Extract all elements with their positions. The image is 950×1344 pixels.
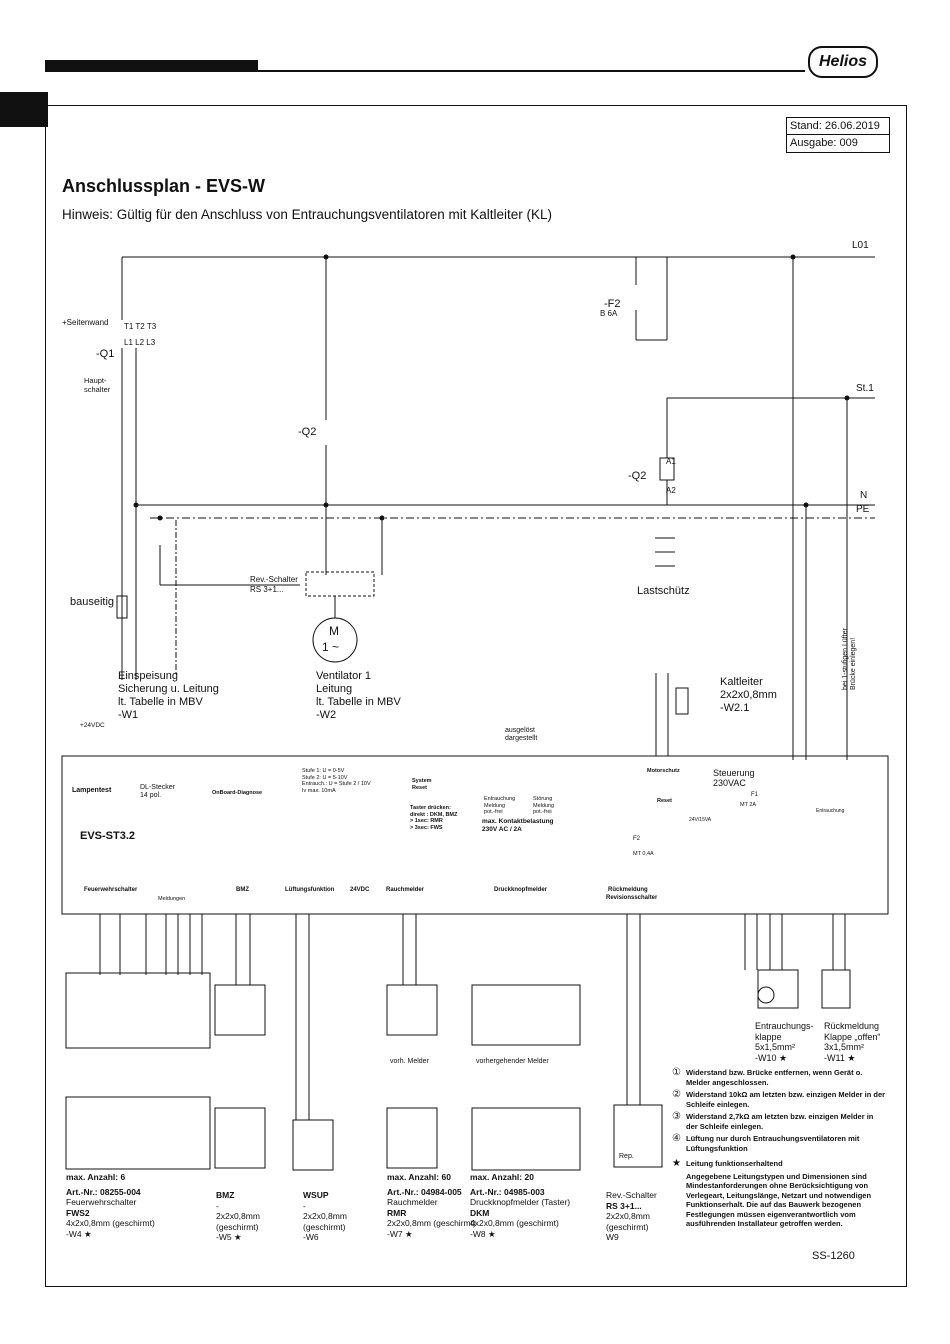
section-bmz: BMZ [236,887,249,893]
vorhergehender-melder-label: vorhergehender Melder [476,1058,549,1065]
motorschutz-label: Motorschutz [647,768,680,774]
section-24vdc: 24VDC [350,887,370,893]
rep-label: Rep. [619,1153,634,1160]
entrauchung-contact: Entrauchung [816,808,845,814]
stand-date: Stand: 26.06.2019 [787,118,889,135]
bus-label-n: N [860,490,868,501]
bauseitig-label: bauseitig [70,596,115,608]
product-dkm: max. Anzahl: 20 Art.-Nr.: 04985-003 Druc… [470,1172,571,1239]
section-revisionsschalter: Revisionsschalter [606,895,658,901]
bus-label-st1: St.1 [856,383,874,394]
v24-label: +24VDC [80,722,105,729]
f1-rating: MT 2A [740,802,757,808]
brand-logo: Helios [808,46,878,78]
product-rmr: max. Anzahl: 60 Art.-Nr.: 04984-005 Rauc… [387,1172,476,1239]
lastschuetz-label: Lastschütz [637,585,690,597]
section-rauchmelder: Rauchmelder [386,887,425,893]
f2-rating: B 6A [600,309,618,318]
drawing-frame [45,105,907,1287]
lampentest-label: Lampentest [72,787,112,794]
section-rueckmeldung: Rückmeldung [608,887,648,893]
product-fws2: max. Anzahl: 6 Art.-Nr.: 08255-004 Feuer… [66,1172,155,1239]
motor-symbol: M [329,624,339,638]
q2-contact-label: -Q2 [298,426,317,438]
f1-label: F1 [751,792,759,798]
psu-label: 24V/15VA [689,817,712,823]
a2-label: A2 [666,486,676,495]
hauptschalter-label: Haupt-schalter [84,376,111,394]
product-wsup: WSUP - 2x2x0,8mm (geschirmt) -W6 [303,1190,347,1242]
page-title: Anschlussplan - EVS-W [62,176,266,196]
meldungen-label: Meldungen [158,896,186,902]
f2-ctrl-rating: MT 0,4A [633,851,654,857]
product-bmz: BMZ - 2x2x0,8mm (geschirmt) -W5 ★ [216,1190,260,1242]
taster-instructions: Taster drücken:direkt : DKM, BMZ> 1sec: … [410,805,458,831]
section-lueftung: Lüftungsfunktion [285,887,335,893]
f2-ctrl-label: F2 [633,836,641,842]
vorh-melder-label: vorh. Melder [390,1058,429,1065]
document-id: SS-1260 [812,1250,855,1262]
motor-phase: 1 ~ [322,640,340,654]
page-tab [0,92,48,127]
q1-terms-top: T1 T2 T3 [124,322,157,331]
q2-coil-label: -Q2 [628,470,647,482]
q1-terms-bottom: L1 L2 L3 [124,338,156,347]
legend-note: Angegebene Leitungstypen und Dimensionen… [686,1171,872,1229]
seitenwand-label: +Seitenwand [62,318,109,327]
header-rule [45,70,805,72]
f2-label: -F2 [604,298,621,310]
ausgabe-number: Ausgabe: 009 [790,137,858,149]
onboard-diagnose-label: OnBoard-Diagnose [212,790,263,796]
section-feuerwehrschalter: Feuerwehrschalter [84,887,138,893]
validity-note: Hinweis: Gültig für den Anschluss von En… [62,207,552,222]
legend-item-star: ★Leitung funktionserhaltend [672,1158,783,1169]
controller-name: EVS-ST3.2 [80,830,136,842]
product-rs: Rev.-Schalter RS 3+1... 2x2x0,8mm (gesch… [606,1190,657,1242]
revision-stamp: Stand: 26.06.2019 Ausgabe: 009 [786,117,890,153]
a1-label: A1 [666,457,676,466]
q1-label: -Q1 [96,348,115,360]
section-druckknopfmelder: Druckknopfmelder [494,887,548,893]
bus-label-pe: PE [856,504,870,515]
reset-label: Reset [657,798,672,804]
header-bar [45,60,258,70]
bus-label-l01: L01 [852,240,869,251]
